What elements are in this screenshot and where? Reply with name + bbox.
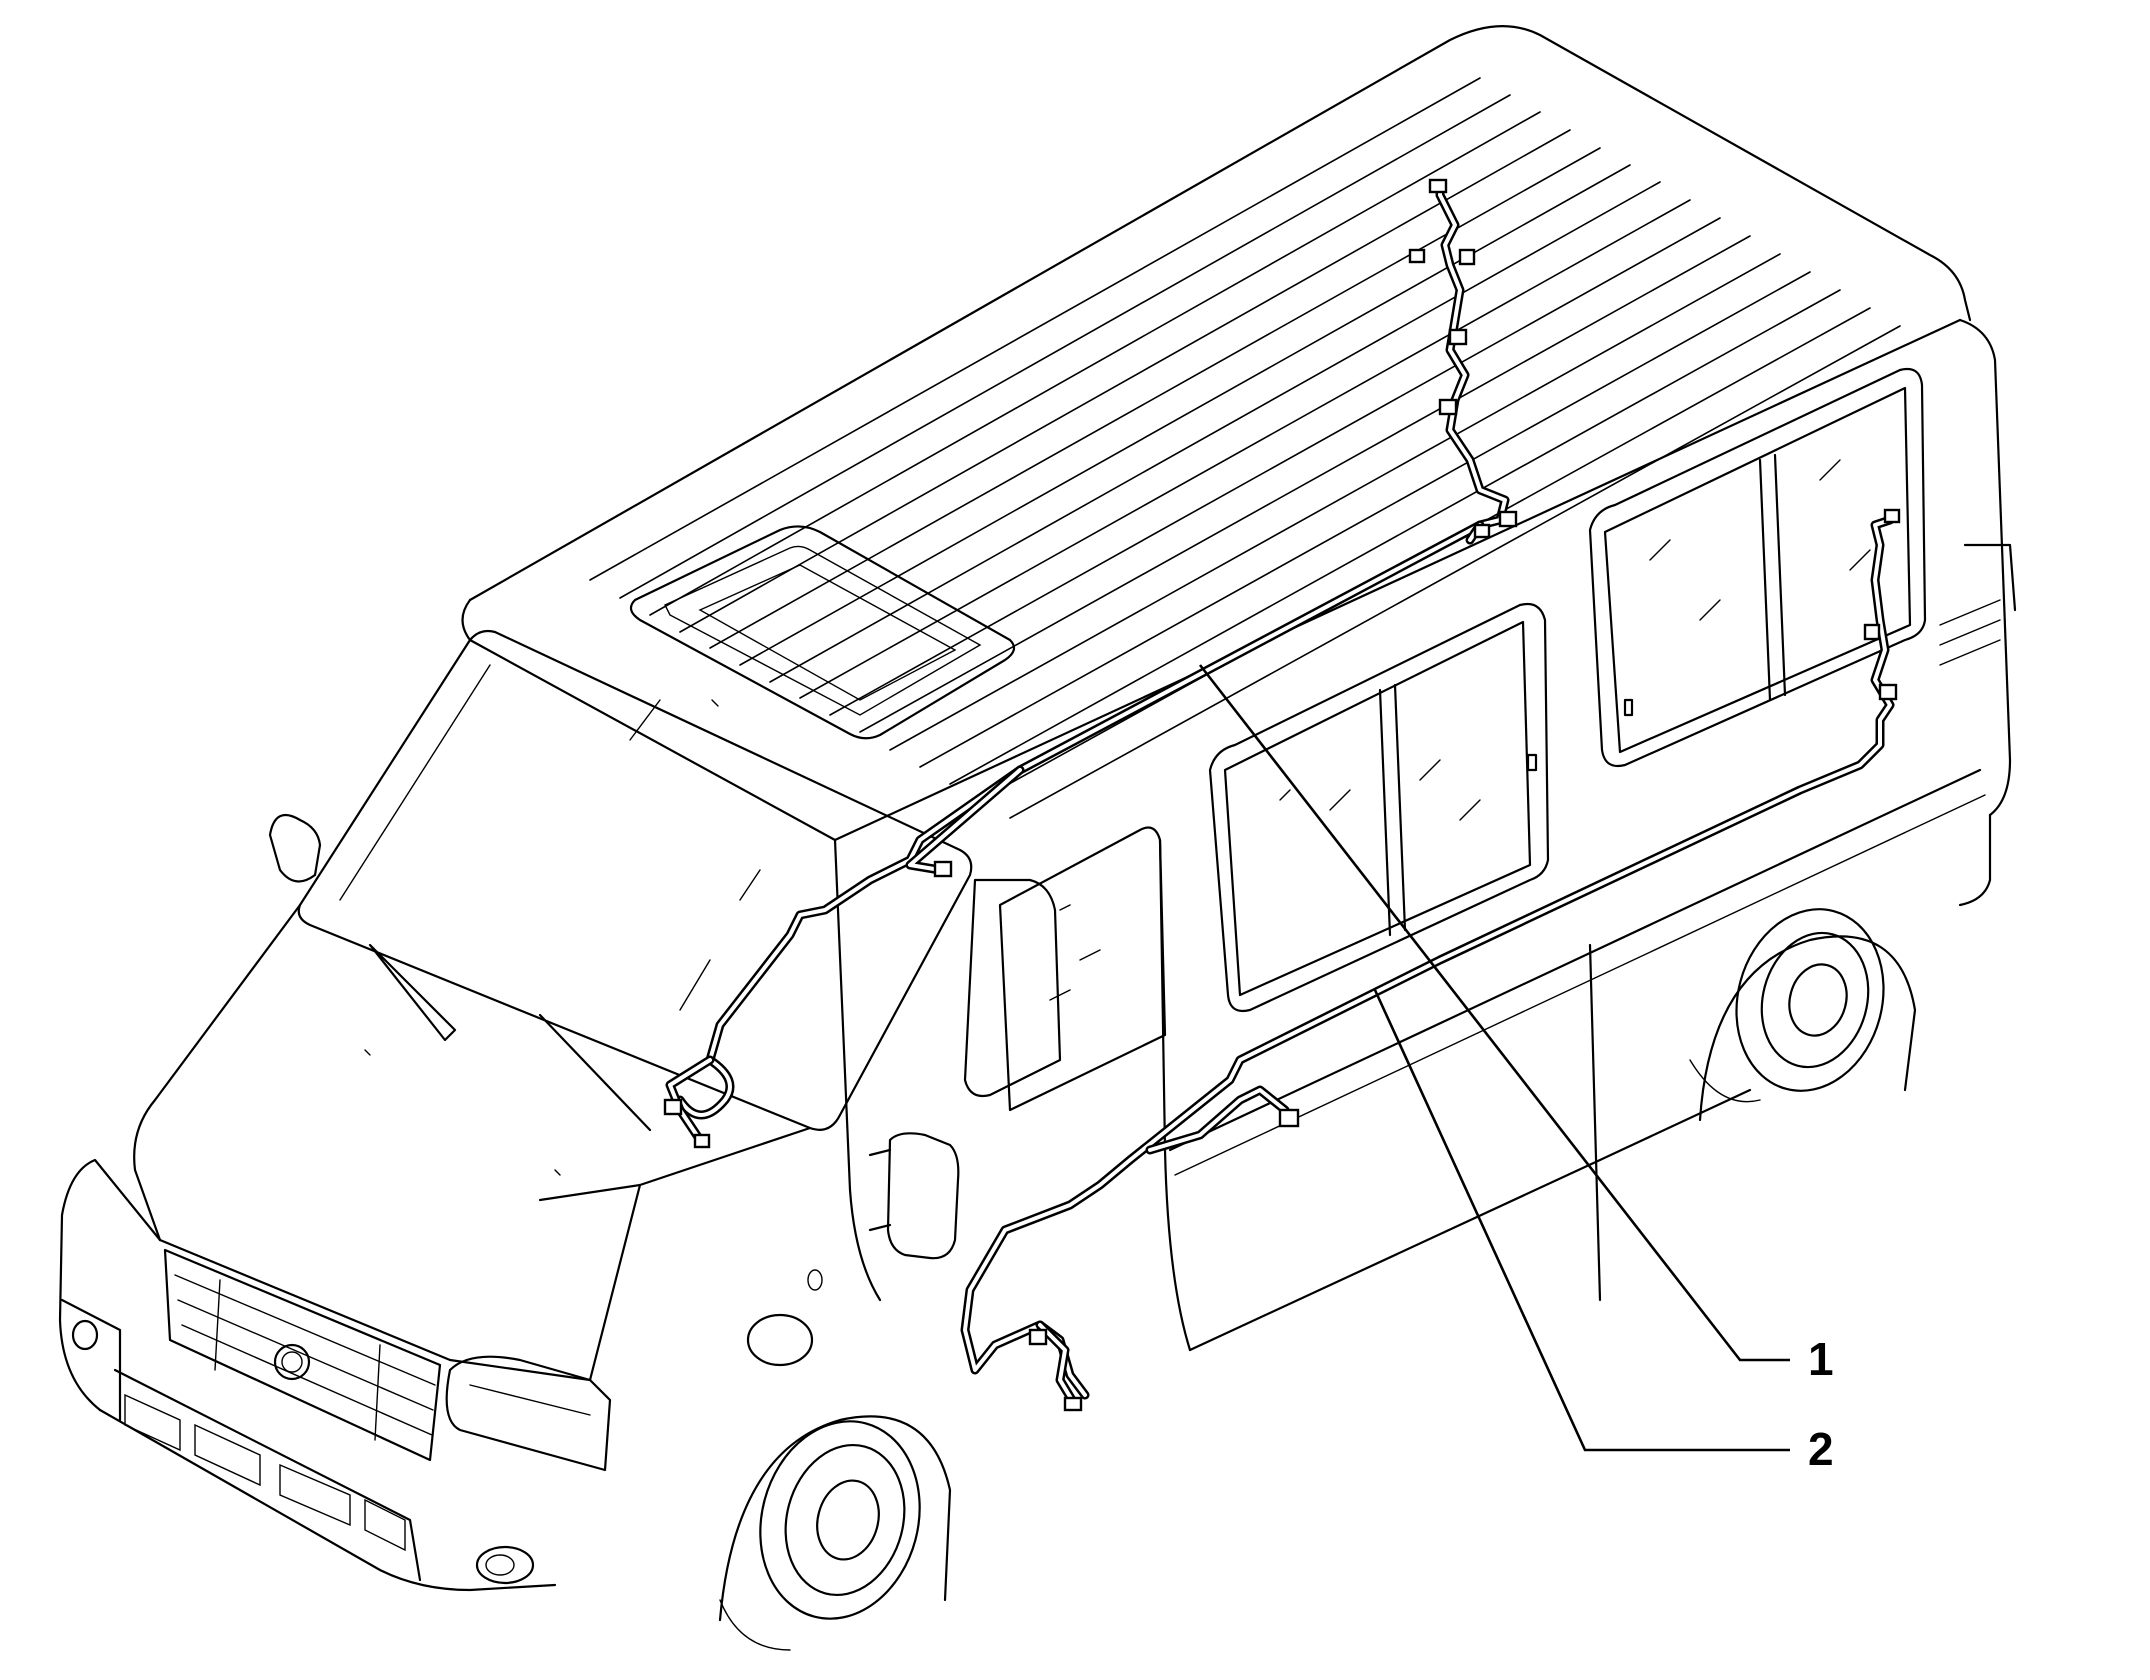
connector <box>1473 523 1491 539</box>
left-mirror <box>268 813 322 883</box>
connector <box>1408 248 1426 264</box>
connector <box>663 1098 683 1116</box>
windshield <box>297 629 973 1132</box>
cab-door <box>833 826 1192 1352</box>
leader-line-2 <box>1373 989 1790 1452</box>
callout-1: 1 <box>1198 664 1834 1385</box>
connector <box>1428 178 1448 194</box>
callout-label-1: 1 <box>1808 1333 1834 1385</box>
fuel-flap <box>746 1313 814 1367</box>
connector <box>1438 398 1458 416</box>
headlight <box>445 1355 612 1472</box>
hood <box>58 699 812 1592</box>
van-body <box>58 25 2017 1651</box>
wiring-harness-roof <box>663 178 1518 1149</box>
rear-wheel <box>1689 908 1917 1122</box>
side-windows <box>1208 367 1927 1013</box>
connector <box>693 1133 711 1149</box>
right-mirror <box>868 1132 960 1260</box>
bumper <box>60 1298 535 1585</box>
connector <box>1063 1396 1083 1412</box>
connector <box>1028 1328 1048 1346</box>
connector <box>1278 1108 1300 1128</box>
connector <box>1498 510 1518 528</box>
callout-label-2: 2 <box>1808 1423 1834 1475</box>
connector <box>1448 328 1468 346</box>
front-grille <box>163 1248 442 1462</box>
front-wheel <box>718 1415 952 1651</box>
connector <box>1878 683 1898 701</box>
wiring-harness-side <box>960 508 1901 1412</box>
connector <box>1863 623 1881 641</box>
roof-ribs <box>589 77 1901 819</box>
leader-line-1 <box>1198 664 1790 1362</box>
connector <box>1458 248 1476 266</box>
connector <box>1883 508 1901 524</box>
side-marker <box>807 1269 823 1291</box>
callout-2: 2 <box>1373 989 1834 1475</box>
side-panels <box>1168 318 2017 1352</box>
roof-vent <box>629 525 1016 740</box>
connector <box>933 860 953 878</box>
